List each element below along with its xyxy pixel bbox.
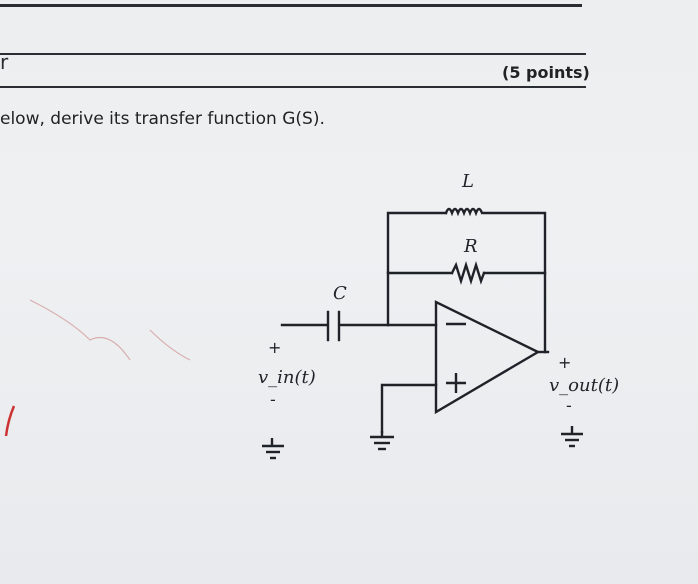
opamp-symbol [434, 300, 541, 415]
output-plus-label: + [558, 353, 571, 372]
inductor-loop-wire [386, 211, 448, 327]
ground-icon [370, 431, 394, 451]
input-voltage-label: v_in(t) [258, 367, 316, 388]
resistor-symbol [450, 260, 486, 286]
capacitor-label: C [333, 283, 347, 304]
inductor-symbol [444, 207, 484, 217]
output-ground-icon [561, 426, 583, 448]
noninverting-ground-wire [380, 383, 438, 434]
output-voltage-label: v_out(t) [549, 375, 619, 396]
output-minus-label: - [566, 396, 572, 415]
opamp-plus-sign [446, 373, 466, 393]
input-ground-icon [262, 438, 284, 460]
header-rule-lower [0, 86, 586, 88]
header-rule-upper [0, 53, 586, 55]
inductor-loop-wire-right [482, 211, 547, 354]
top-rule [0, 4, 582, 7]
red-pen-marks [29, 299, 191, 361]
input-plus-label: + [268, 338, 281, 357]
points-label: (5 points) [502, 63, 590, 82]
resistor-label: R [463, 236, 478, 257]
red-pen-stroke [4, 405, 16, 437]
input-minus-label: - [270, 390, 276, 409]
corner-glyph: r [0, 50, 9, 74]
question-text: elow, derive its transfer function G(S). [0, 109, 325, 129]
inductor-label: L [461, 171, 474, 192]
